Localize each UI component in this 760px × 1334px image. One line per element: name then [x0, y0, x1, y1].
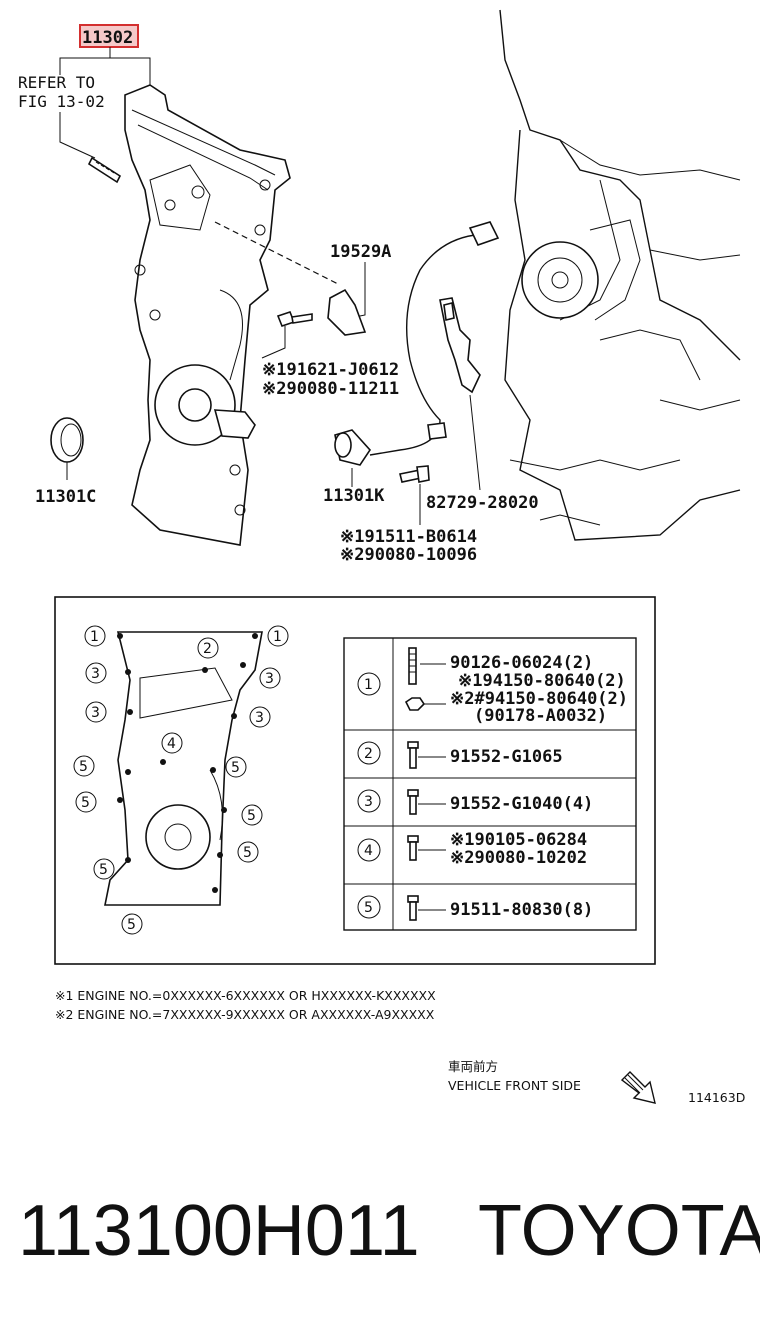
sensor-plate-icon [439, 297, 481, 394]
engine-note-2: ※2 ENGINE NO.=7XXXXXX-9XXXXXX OR AXXXXXX… [55, 1007, 435, 1022]
engine-block-icon [499, 9, 741, 541]
inset-marker: 5 [93, 858, 115, 880]
inset-marker: 5 [73, 755, 95, 777]
figure-id: 114163D [688, 1090, 745, 1105]
svg-text:2: 2 [203, 641, 212, 657]
svg-text:3: 3 [255, 710, 264, 726]
legend-row-4: 4 ※190105-06284 ※290080-10202 [357, 830, 587, 868]
inset-marker: 1 [267, 625, 289, 647]
inset-marker: 3 [85, 701, 107, 723]
nut-icon [404, 697, 426, 711]
svg-text:3: 3 [91, 666, 100, 682]
bolt-b-label-1[interactable]: ※191511-B0614 [340, 527, 477, 547]
plate-part-label[interactable]: 82729-28020 [426, 493, 539, 513]
stud-bolt-icon [87, 156, 122, 184]
bracket-part-label[interactable]: 19529A [330, 242, 391, 262]
svg-text:1: 1 [273, 629, 282, 645]
legend-row-5: 5 91511-80830(8) [357, 895, 593, 921]
svg-text:5: 5 [81, 795, 90, 811]
svg-text:※190105-06284: ※190105-06284 [450, 830, 587, 850]
bolt-a-label-1[interactable]: ※191621-J0612 [262, 360, 399, 380]
svg-text:5: 5 [364, 900, 373, 916]
footer-title: 113100H011 TOYOTA [0, 1190, 760, 1280]
svg-text:5: 5 [231, 760, 240, 776]
inset-marker: 5 [75, 791, 97, 813]
engine-note-1: ※1 ENGINE NO.=0XXXXXX-6XXXXXX OR HXXXXXX… [55, 988, 436, 1003]
main-part-highlight [79, 24, 139, 48]
svg-text:91511-80830(8): 91511-80830(8) [450, 900, 593, 920]
svg-text:5: 5 [247, 808, 256, 824]
inset-marker: 1 [84, 625, 106, 647]
svg-text:※2#94150-80640(2): ※2#94150-80640(2) [450, 689, 628, 709]
svg-text:※194150-80640(2): ※194150-80640(2) [458, 671, 626, 691]
direction-label-jp: 車両前方 [448, 1059, 498, 1074]
stud-icon [408, 647, 417, 685]
inset-marker: 5 [237, 841, 259, 863]
svg-text:4: 4 [167, 736, 176, 752]
timing-cover-icon [124, 84, 291, 546]
inset-marker: 5 [241, 804, 263, 826]
svg-text:(90178-A0032): (90178-A0032) [474, 706, 607, 726]
main-part-label[interactable]: 11302 [82, 28, 133, 48]
svg-text:5: 5 [79, 759, 88, 775]
bolt-icon [407, 835, 419, 861]
legend-row-3: 3 91552-G1040(4) [357, 789, 593, 815]
svg-text:91552-G1040(4): 91552-G1040(4) [450, 794, 593, 814]
svg-text:4: 4 [364, 843, 373, 859]
legend-row-1: 1 90126-06024(2) ※194150-80640(2) ※2#941… [357, 647, 628, 726]
svg-text:※290080-10202: ※290080-10202 [450, 848, 587, 868]
svg-text:3: 3 [364, 794, 373, 810]
refer-label-line2[interactable]: FIG 13-02 [18, 92, 105, 111]
svg-text:3: 3 [91, 705, 100, 721]
svg-text:91552-G1065: 91552-G1065 [450, 747, 563, 767]
legend-row-2: 2 91552-G1065 [357, 741, 563, 769]
crank-sensor-icon [334, 221, 500, 466]
seal-part-label[interactable]: 11301C [35, 487, 96, 507]
inset-markers: 1 1 2 3 3 3 3 4 5 5 5 5 5 5 5 [73, 625, 289, 935]
sensor-part-label[interactable]: 11301K [323, 486, 385, 506]
bolt-icon [276, 311, 313, 327]
svg-text:1: 1 [90, 629, 99, 645]
direction-label-en: VEHICLE FRONT SIDE [448, 1078, 581, 1093]
oil-seal-icon [50, 417, 84, 463]
part-number: 113100H011 [18, 1191, 420, 1271]
brand-name: TOYOTA [478, 1191, 760, 1271]
legend-table: 1 90126-06024(2) ※194150-80640(2) ※2#941… [343, 637, 637, 931]
inset-frame [54, 596, 656, 965]
bolt-a-label-2[interactable]: ※290080-11211 [262, 379, 399, 399]
bolt-icon [407, 789, 419, 815]
svg-text:1: 1 [364, 677, 373, 693]
inset-marker: 3 [85, 662, 107, 684]
svg-text:5: 5 [243, 845, 252, 861]
inset-marker: 3 [259, 667, 281, 689]
refer-label-line1[interactable]: REFER TO [18, 73, 95, 92]
inset-marker: 5 [121, 913, 143, 935]
bolt-b-label-2[interactable]: ※290080-10096 [340, 545, 477, 565]
bolt-icon [407, 895, 419, 921]
inset-marker: 2 [197, 637, 219, 659]
inset-marker: 5 [225, 756, 247, 778]
svg-text:5: 5 [127, 917, 136, 933]
svg-text:2: 2 [364, 746, 373, 762]
svg-text:5: 5 [99, 862, 108, 878]
inset-marker: 3 [249, 706, 271, 728]
bracket-icon [327, 288, 367, 336]
direction-arrow-icon [620, 1071, 656, 1104]
svg-text:3: 3 [265, 671, 274, 687]
bolt-icon [407, 741, 419, 769]
svg-text:90126-06024(2): 90126-06024(2) [450, 653, 593, 673]
sensor-bolt-icon [399, 465, 430, 483]
inset-cover-icon [104, 631, 263, 906]
inset-marker: 4 [161, 732, 183, 754]
